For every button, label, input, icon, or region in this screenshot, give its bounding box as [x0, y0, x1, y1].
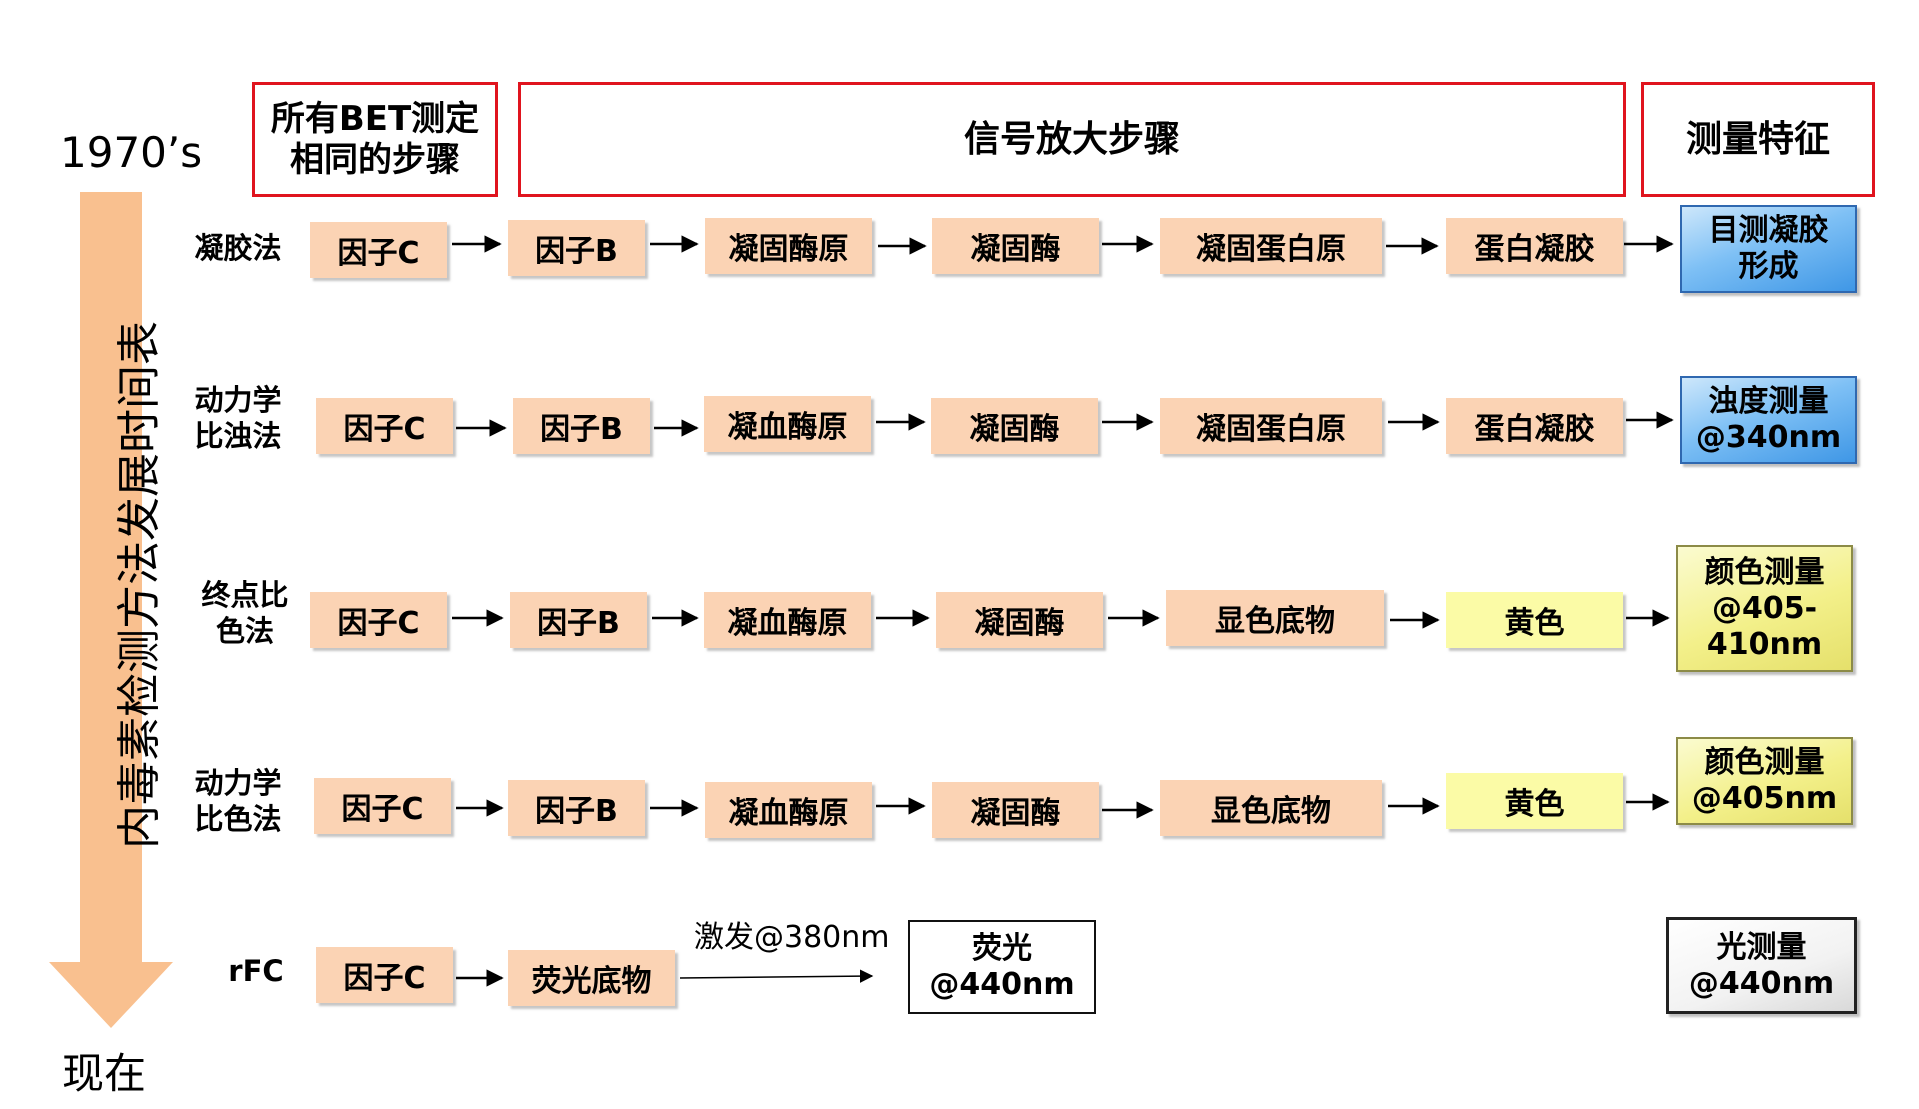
stage-chromogenic-substrate: 显色底物 — [1160, 780, 1382, 836]
row-label-rfc: rFC — [228, 954, 284, 988]
stage-clotting-enzyme: 凝固酶 — [932, 782, 1099, 838]
stage-factor-c: 因子C — [316, 398, 453, 454]
stage-clotting-enzyme: 凝固酶 — [932, 218, 1099, 274]
stage-coagulogen: 凝固蛋白原 — [1160, 218, 1382, 274]
row-label-endpoint-chromogenic: 终点比 色法 — [201, 578, 289, 649]
stage-factor-c: 因子C — [310, 222, 447, 278]
stage-factor-c: 因子C — [316, 947, 453, 1003]
row-label-kinetic-turbidimetric: 动力学 比浊法 — [194, 383, 282, 454]
measure-turbidity-340: 浊度测量 @340nm — [1680, 376, 1857, 464]
row-label-kinetic-chromogenic: 动力学 比色法 — [194, 766, 282, 837]
stage-fluorogenic-substrate: 荧光底物 — [508, 950, 675, 1006]
stage-clotting-enzyme: 凝固酶 — [931, 398, 1098, 454]
fluorescence-440-box: 荧光 @440nm — [908, 920, 1096, 1014]
row-label-gel: 凝胶法 — [194, 231, 282, 265]
stage-protein-gel: 蛋白凝胶 — [1446, 218, 1623, 274]
measure-light-440: 光测量 @440nm — [1666, 917, 1857, 1014]
stage-protein-gel: 蛋白凝胶 — [1446, 398, 1623, 454]
header-common-steps: 所有BET测定 相同的步骤 — [252, 82, 498, 197]
timeline-start-label: 1970’s — [60, 128, 203, 177]
timeline-end-label: 现在 — [62, 1049, 147, 1098]
measure-visual-gel: 目测凝胶 形成 — [1680, 205, 1857, 293]
header-measurement: 测量特征 — [1641, 82, 1875, 197]
stage-factor-c: 因子C — [314, 778, 451, 834]
stage-yellow: 黄色 — [1446, 773, 1623, 829]
stage-yellow: 黄色 — [1446, 592, 1623, 648]
stage-factor-c: 因子C — [310, 592, 447, 648]
stage-factor-b: 因子B — [513, 398, 650, 454]
header-amplification: 信号放大步骤 — [518, 82, 1626, 197]
stage-prothrombin: 凝血酶原 — [705, 782, 872, 838]
measure-color-405: 颜色测量 @405nm — [1676, 737, 1853, 825]
stage-proclotting-enzyme: 凝固酶原 — [705, 218, 872, 274]
stage-chromogenic-substrate: 显色底物 — [1166, 590, 1384, 646]
excitation-label: 激发@380nm — [694, 920, 890, 955]
stage-coagulogen: 凝固蛋白原 — [1160, 398, 1382, 454]
stage-factor-b: 因子B — [508, 780, 645, 836]
measure-color-405-410: 颜色测量 @405- 410nm — [1676, 545, 1853, 672]
stage-prothrombin: 凝血酶原 — [704, 592, 871, 648]
stage-factor-b: 因子B — [508, 220, 645, 276]
stage-factor-b: 因子B — [510, 592, 647, 648]
stage-clotting-enzyme: 凝固酶 — [936, 592, 1103, 648]
stage-prothrombin: 凝血酶原 — [704, 396, 871, 452]
